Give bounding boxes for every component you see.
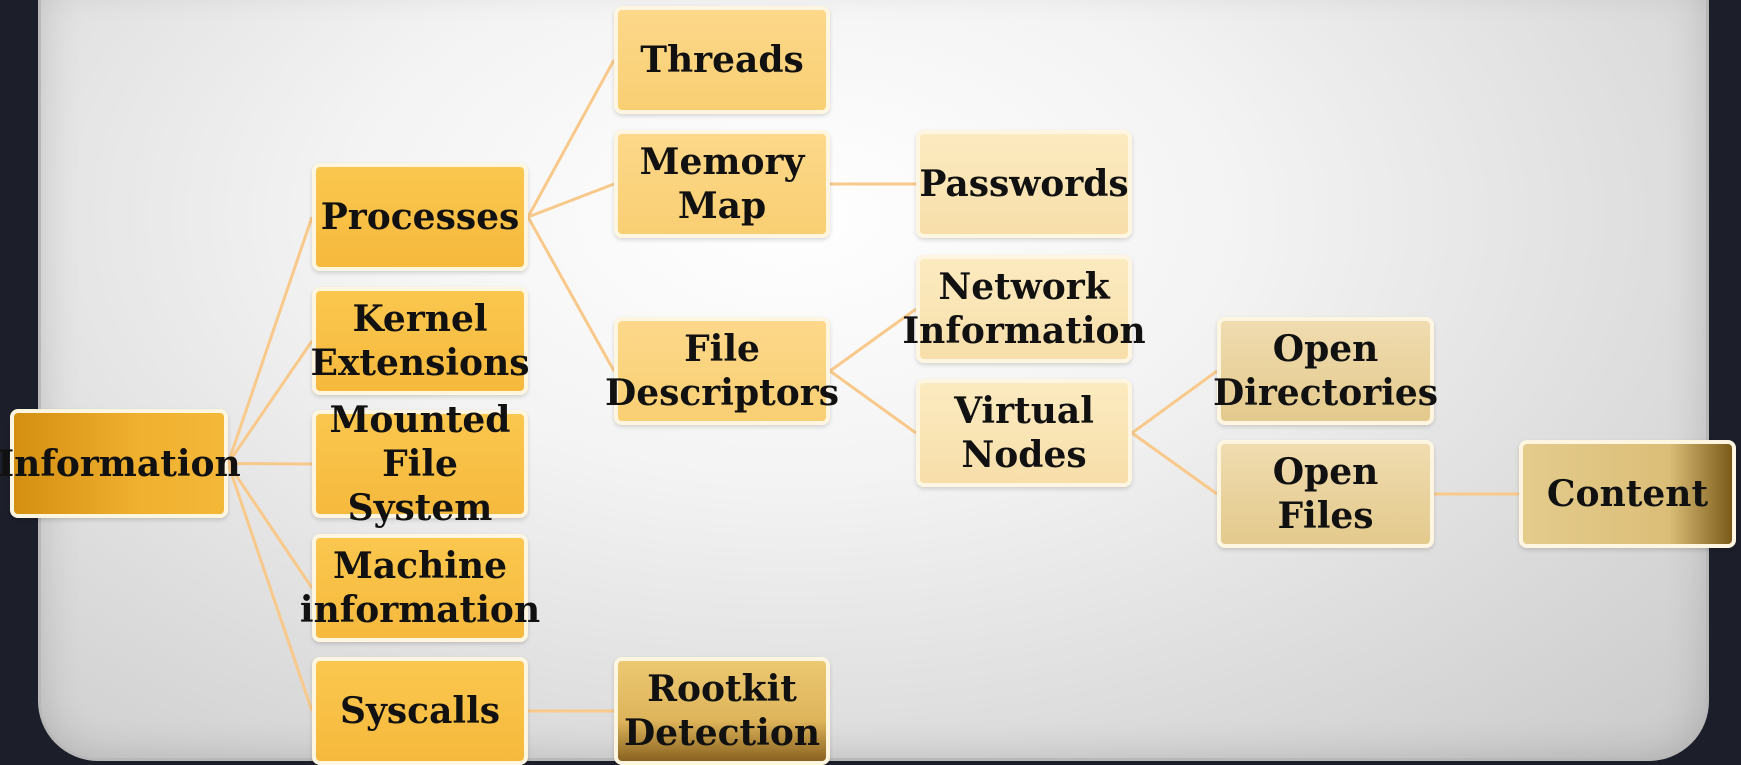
- connector-information-machine_info: [226, 462, 314, 589]
- connector-information-mounted_fs: [227, 462, 313, 466]
- node-passwords: Passwords: [916, 130, 1132, 238]
- connector-information-processes: [226, 216, 314, 464]
- node-kernel-extensions: Kernel Extensions: [311, 287, 530, 395]
- node-memory-map: Memory Map: [614, 130, 830, 238]
- connector-information-kernel_extensions: [226, 340, 314, 465]
- node-processes: Processes: [312, 163, 528, 271]
- node-threads: Threads: [614, 6, 830, 114]
- node-mounted-file-system: Mounted File System: [312, 399, 528, 529]
- connector-virtual_nodes-open_directories: [1131, 369, 1218, 435]
- connector-information-syscalls: [226, 463, 314, 712]
- node-virtual-nodes: Virtual Nodes: [916, 379, 1132, 487]
- node-machine-information: Machine information: [300, 534, 540, 642]
- node-open-directories: Open Directories: [1213, 317, 1438, 425]
- connector-file_descriptors-network_information: [829, 307, 917, 373]
- connector-virtual_nodes-open_files: [1131, 431, 1218, 496]
- node-file-descriptors: File Descriptors: [605, 317, 839, 425]
- node-rootkit-detection: Rootkit Detection: [614, 657, 830, 765]
- node-open-files: Open Files: [1217, 440, 1434, 548]
- connector-processes-memory_map: [527, 182, 615, 219]
- connector-processes-threads: [526, 59, 616, 218]
- node-information: Information: [0, 409, 241, 518]
- node-network-information: Network Information: [902, 255, 1146, 363]
- connector-file_descriptors-virtual_nodes: [829, 369, 917, 435]
- node-content: Content: [1519, 440, 1736, 548]
- connector-processes-file_descriptors: [526, 216, 616, 372]
- node-syscalls: Syscalls: [312, 657, 528, 765]
